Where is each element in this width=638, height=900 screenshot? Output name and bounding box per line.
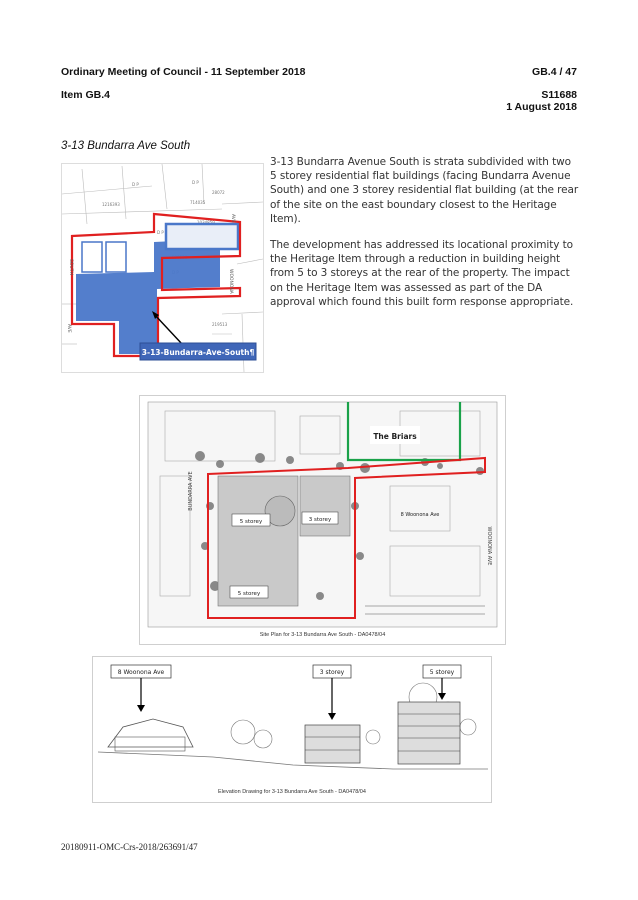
- site-plan: The Briars 5 storey 3 storey 5 storey 8 …: [139, 395, 506, 645]
- svg-text:219513: 219513: [212, 322, 228, 327]
- meeting-title: Ordinary Meeting of Council - 11 Septemb…: [61, 66, 306, 78]
- street-label: WOONONA: [228, 269, 234, 295]
- svg-text:1034859: 1034859: [197, 220, 215, 225]
- elevation-drawing: 8 Woonona Ave 3 storey 5 storey Elevatio…: [92, 656, 492, 803]
- neighbour-label: 8 Woonona Ave: [401, 512, 440, 518]
- elevation-label: 3 storey: [320, 669, 345, 676]
- street-label: WOONONA AVE: [486, 527, 492, 566]
- svg-text:1216393: 1216393: [102, 202, 120, 207]
- document-code: 20180911-OMC-Crs-2018/263691/47: [61, 842, 198, 852]
- site-plan-caption: Site Plan for 3-13 Bundarra Ave South - …: [259, 632, 386, 638]
- heritage-label: The Briars: [373, 432, 417, 441]
- location-map: D PD P D PD P 1034859529528 121639371403…: [61, 163, 264, 373]
- street-label: AVE: [230, 214, 236, 223]
- elevation-drawing-svg: 8 Woonona Ave 3 storey 5 storey: [97, 664, 488, 770]
- storey-label: 5 storey: [238, 591, 261, 597]
- paragraph: The development has addressed its locati…: [270, 239, 574, 308]
- map-callout: 3-13-Bundarra-Ave-South¶: [142, 348, 255, 357]
- street-label: BUNDARRA AVE: [188, 471, 194, 510]
- svg-text:714035: 714035: [190, 200, 206, 205]
- page-reference: GB.4 / 47: [532, 66, 577, 78]
- report-date: 1 August 2018: [506, 101, 577, 113]
- site-plan-drawing: The Briars 5 storey 3 storey 5 storey 8 …: [147, 401, 498, 628]
- body-text: 3-13 Bundarra Avenue South is strata sub…: [270, 155, 580, 321]
- svg-text:28072: 28072: [212, 190, 225, 195]
- street-label: SOUTH: [68, 259, 74, 275]
- svg-text:D P: D P: [192, 180, 199, 185]
- street-label: AVE: [66, 324, 72, 333]
- elevation-caption: Elevation Drawing for 3-13 Bundarra Ave …: [218, 789, 366, 795]
- location-map-drawing: D PD P D PD P 1034859529528 121639371403…: [61, 163, 264, 373]
- svg-text:D P: D P: [157, 230, 164, 235]
- elevation-label: 5 storey: [430, 669, 455, 676]
- section-title: 3-13 Bundarra Ave South: [61, 140, 191, 152]
- elevation-label: 8 Woonona Ave: [118, 669, 165, 676]
- paragraph: 3-13 Bundarra Avenue South is strata sub…: [270, 156, 579, 225]
- storey-label: 5 storey: [240, 519, 263, 525]
- reference-number: S11688: [541, 89, 577, 101]
- svg-text:D P: D P: [132, 182, 139, 187]
- item-number: Item GB.4: [61, 89, 111, 101]
- storey-label: 3 storey: [309, 517, 332, 523]
